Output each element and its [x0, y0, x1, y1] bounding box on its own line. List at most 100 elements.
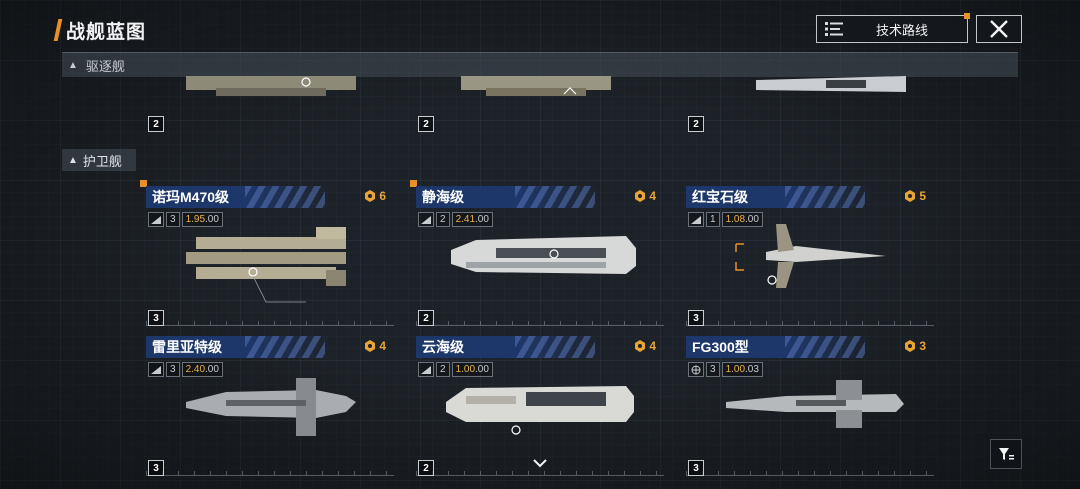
scale-ruler: [416, 325, 664, 326]
stat-value: 1.08: [725, 214, 746, 225]
ship-name: 诺玛M470级: [152, 189, 230, 205]
ship-silhouette-destroyer-1: [186, 76, 356, 96]
frigate-card-6[interactable]: FG300型 3 3 1.00.03 3: [686, 336, 934, 478]
stats-row: 1 1.08.00: [688, 212, 763, 227]
section-header-frigate[interactable]: ▲ 护卫舰: [62, 149, 136, 171]
notification-dot: [964, 13, 970, 19]
ship-name: 静海级: [422, 189, 464, 205]
tier-badge: 3: [148, 460, 164, 476]
cost-value: 3: [919, 339, 926, 353]
ship-silhouette-frigate-6: [726, 380, 904, 428]
stat-level: 3: [706, 362, 720, 377]
frigate-card-3[interactable]: 红宝石级 5 1 1.08.00 3: [686, 186, 934, 328]
filter-icon: [999, 448, 1014, 460]
stats-row: 2 2.41.00: [418, 212, 493, 227]
stat-value: 1.95: [185, 214, 206, 225]
cost-hex-icon: [635, 340, 646, 352]
stat-sub: .00: [205, 214, 219, 225]
tier-badge: 2: [418, 116, 434, 132]
cost-value: 4: [649, 189, 656, 203]
stat-level: 2: [436, 362, 450, 377]
close-icon: [990, 20, 1008, 38]
frigate-card-5[interactable]: 云海级 4 2 1.00.00 2: [416, 336, 664, 478]
card-header: 云海级: [416, 336, 601, 358]
tier-badge: 3: [688, 310, 704, 326]
tier-badge: 2: [688, 116, 704, 132]
role-icon: [148, 362, 164, 377]
tech-route-label: 技术路线: [875, 22, 928, 38]
cost-value: 4: [379, 339, 386, 353]
tier-badge: 3: [688, 460, 704, 476]
stats-row: 3 1.00.03: [688, 362, 763, 377]
ship-silhouette-frigate-3: [735, 224, 886, 288]
page-title: 战舰蓝图: [66, 21, 147, 43]
destroyer-card-1[interactable]: 2: [146, 76, 394, 134]
tech-route-button[interactable]: 技术路线: [816, 13, 970, 43]
stat-value: 1.00: [455, 364, 476, 375]
top-right-controls: 技术路线: [816, 13, 1022, 43]
cost-display: 6: [364, 189, 386, 203]
section-header-destroyer[interactable]: ▲ 驱逐舰: [62, 52, 1018, 77]
stat-value-box: 1.00.03: [721, 362, 763, 377]
collapse-triangle-icon: ▲: [68, 154, 78, 166]
cost-value: 6: [379, 189, 386, 203]
scale-ruler: [686, 475, 934, 476]
section-label-frigate: 护卫舰: [82, 153, 122, 169]
filter-button[interactable]: [990, 439, 1022, 469]
ship-silhouette-frigate-2: [451, 236, 636, 274]
stat-value: 2.40: [185, 364, 206, 375]
cost-hex-icon: [365, 190, 376, 202]
card-header: FG300型: [686, 336, 871, 358]
stat-value: 1.00: [725, 364, 746, 375]
collapse-triangle-icon: ▲: [68, 59, 78, 71]
frigate-card-2[interactable]: 静海级 4 2 2.41.00 2: [410, 180, 664, 328]
ship-silhouette-frigate-5: [446, 386, 634, 435]
chevron-down-icon[interactable]: [532, 458, 548, 468]
cost-display: 5: [904, 189, 926, 203]
destroyer-card-2[interactable]: 2: [416, 76, 664, 134]
frigate-card-1[interactable]: 诺玛M470级 6 3 1.95.00 3: [140, 180, 394, 328]
destroyer-card-3[interactable]: 2: [686, 76, 934, 134]
section-label-destroyer: 驱逐舰: [85, 58, 125, 74]
ship-name: 红宝石级: [692, 189, 748, 205]
stats-row: 3 1.95.00: [148, 212, 223, 227]
cost-display: 4: [634, 189, 656, 203]
globe-role-icon: [688, 362, 704, 377]
card-header: 静海级: [416, 186, 601, 208]
cost-display: 3: [904, 339, 926, 353]
role-icon: [148, 212, 164, 227]
stat-sub: .00: [475, 364, 489, 375]
cost-hex-icon: [905, 190, 916, 202]
cost-display: 4: [634, 339, 656, 353]
new-marker: [140, 180, 147, 187]
stat-sub: .00: [475, 214, 489, 225]
card-header: 雷里亚特级: [146, 336, 331, 358]
stat-sub: .03: [745, 364, 759, 375]
scale-ruler-ticks: [146, 321, 394, 325]
stats-row: 2 1.00.00: [418, 362, 493, 377]
stat-level: 1: [706, 212, 720, 227]
scale-ruler-ticks: [416, 321, 664, 325]
stat-value-box: 1.00.00: [451, 362, 493, 377]
stat-level: 3: [166, 362, 180, 377]
ship-silhouette-destroyer-2: [461, 76, 611, 96]
ship-name: FG300型: [692, 339, 749, 355]
new-marker: [410, 180, 417, 187]
card-header: 诺玛M470级: [146, 186, 331, 208]
role-icon: [418, 212, 434, 227]
ship-name: 云海级: [422, 339, 464, 355]
scale-ruler: [686, 325, 934, 326]
stat-value-box: 2.40.00: [181, 362, 223, 377]
tier-badge: 2: [418, 310, 434, 326]
stat-sub: .00: [205, 364, 219, 375]
stat-value: 2.41: [455, 214, 476, 225]
frigate-card-4[interactable]: 雷里亚特级 4 3 2.40.00 3: [146, 336, 394, 478]
ship-silhouette-frigate-4: [186, 378, 356, 436]
cost-hex-icon: [635, 190, 646, 202]
stat-level: 2: [436, 212, 450, 227]
scale-ruler: [416, 475, 664, 476]
close-button[interactable]: [976, 15, 1022, 43]
stat-value-box: 1.08.00: [721, 212, 763, 227]
cost-display: 4: [364, 339, 386, 353]
tech-tree-icon: [817, 16, 851, 42]
